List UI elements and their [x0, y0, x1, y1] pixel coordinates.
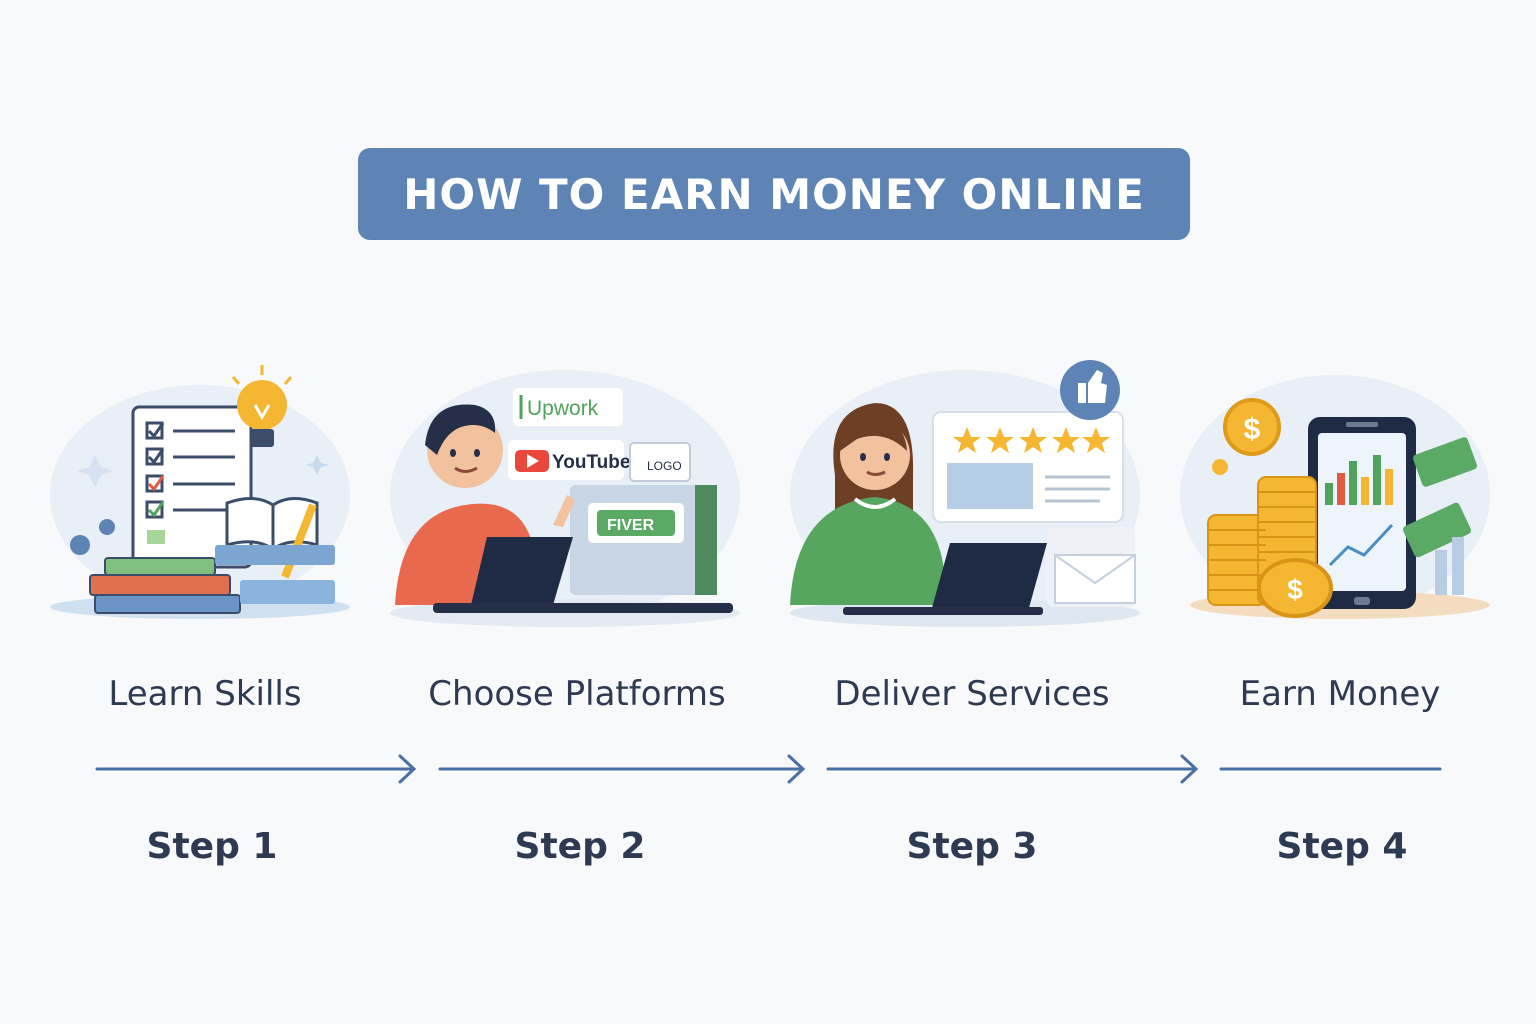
dollar-coin-front-icon: $ [1287, 574, 1303, 605]
platform-tag-logo: LOGO [647, 459, 682, 473]
step-1-label: Learn Skills [108, 674, 302, 714]
platform-tag-upwork: Upwork [527, 397, 599, 420]
step-4-number: Step 4 [1276, 826, 1408, 867]
platform-tag-youtube: YouTube [552, 452, 630, 473]
choose-platforms-illustration: Upwork YouTube LOGO FIVER [385, 355, 755, 635]
dollar-coin-icon: $ [1244, 413, 1261, 446]
step-2-label: Choose Platforms [428, 674, 726, 714]
step-4-label: Earn Money [1239, 674, 1441, 714]
coins-phone-chart-icon: $ $ [1180, 375, 1490, 619]
deliver-services-illustration [785, 355, 1155, 635]
platform-tag-fiver: FIVER [607, 517, 655, 534]
step-3-label: Deliver Services [834, 674, 1110, 714]
title-banner: HOW TO EARN MONEY ONLINE [358, 148, 1190, 240]
rating-stars-icon [953, 427, 1110, 453]
learn-skills-illustration [45, 355, 365, 635]
books-checklist-lightbulb-icon [50, 365, 350, 619]
man-laptop-platforms-icon: Upwork YouTube LOGO FIVER [390, 370, 740, 627]
step-2-number: Step 2 [514, 826, 646, 867]
woman-laptop-review-icon [790, 360, 1140, 627]
page-title: HOW TO EARN MONEY ONLINE [403, 169, 1145, 219]
earn-money-illustration: $ $ [1180, 355, 1500, 635]
step-3-number: Step 3 [906, 826, 1038, 867]
step-1-number: Step 1 [146, 826, 278, 867]
step-flow-arrows [95, 754, 1442, 784]
